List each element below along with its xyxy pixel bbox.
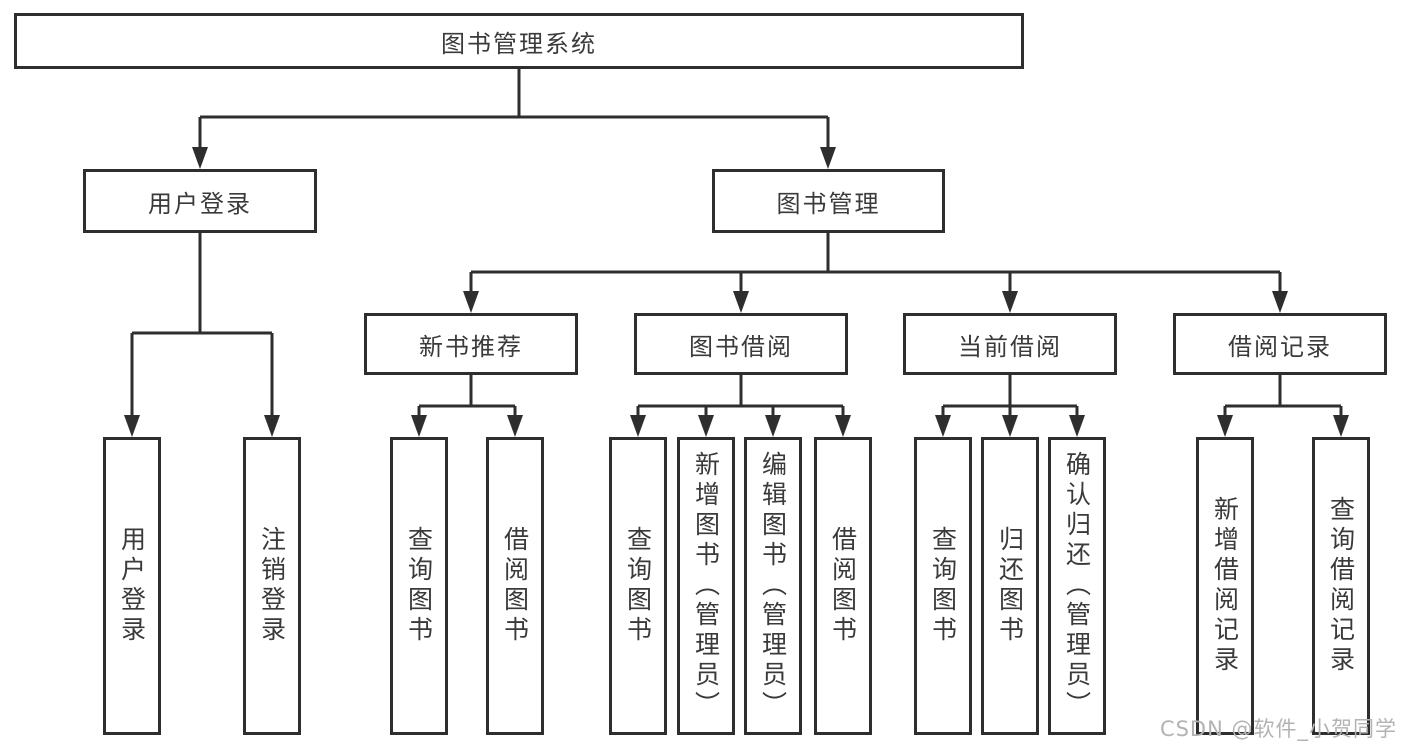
leaf-add-books-admin: 新增图书（管理员） <box>677 437 735 735</box>
leaf-label: 查询借阅记录 <box>1326 496 1356 676</box>
node-borrowing-records: 借阅记录 <box>1173 313 1387 375</box>
leaf-query-borrow-record: 查询借阅记录 <box>1312 437 1370 735</box>
node-new-book-recommend: 新书推荐 <box>364 313 578 375</box>
leaf-label: 编辑图书（管理员） <box>758 451 788 721</box>
node-user-login: 用户登录 <box>83 169 317 233</box>
connector-lines <box>130 69 1343 421</box>
node-label: 用户登录 <box>148 189 252 218</box>
leaf-label: 新增借阅记录 <box>1210 496 1240 676</box>
node-library-management-system: 图书管理系统 <box>14 13 1024 69</box>
node-current-borrowing: 当前借阅 <box>903 313 1117 375</box>
leaf-label: 查询图书 <box>928 526 958 646</box>
leaf-label: 借阅图书 <box>828 526 858 646</box>
leaf-label: 用户登录 <box>117 526 147 646</box>
node-label: 借阅记录 <box>1228 332 1332 361</box>
leaf-add-borrow-record: 新增借阅记录 <box>1196 437 1254 735</box>
leaf-label: 借阅图书 <box>500 526 530 646</box>
leaf-label: 确认归还（管理员） <box>1062 451 1092 721</box>
csdn-watermark: CSDN @软件_小贺同学 <box>1159 717 1397 741</box>
arrowhead-icons <box>124 147 1349 437</box>
leaf-label: 查询图书 <box>404 526 434 646</box>
leaf-label: 查询图书 <box>623 526 653 646</box>
leaf-return-books: 归还图书 <box>981 437 1039 735</box>
node-book-borrowing: 图书借阅 <box>634 313 848 375</box>
node-book-management: 图书管理 <box>712 169 945 233</box>
leaf-borrow-books-recommend: 借阅图书 <box>486 437 544 735</box>
leaf-user-login: 用户登录 <box>103 437 161 735</box>
leaf-label: 归还图书 <box>995 526 1025 646</box>
leaf-query-books-borrowing: 查询图书 <box>609 437 667 735</box>
node-label: 图书管理 <box>776 189 881 218</box>
node-label: 新书推荐 <box>419 332 523 361</box>
node-label: 图书借阅 <box>689 332 793 361</box>
leaf-logout: 注销登录 <box>243 437 301 735</box>
leaf-borrow-books: 借阅图书 <box>814 437 872 735</box>
leaf-query-books-current: 查询图书 <box>914 437 972 735</box>
leaf-confirm-return-admin: 确认归还（管理员） <box>1048 437 1106 735</box>
node-label: 图书管理系统 <box>441 29 597 58</box>
leaf-edit-books-admin: 编辑图书（管理员） <box>744 437 802 735</box>
leaf-query-books-recommend: 查询图书 <box>390 437 448 735</box>
leaf-label: 注销登录 <box>257 526 287 646</box>
leaf-label: 新增图书（管理员） <box>691 451 721 721</box>
node-label: 当前借阅 <box>958 332 1062 361</box>
